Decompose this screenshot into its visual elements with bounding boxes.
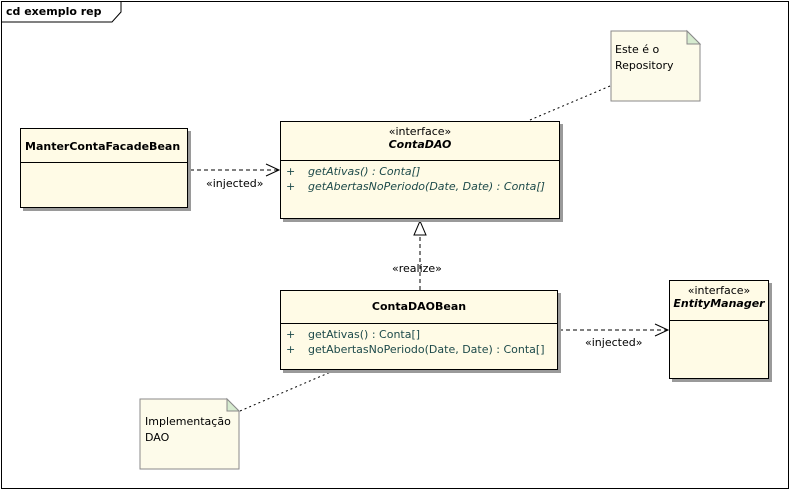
injected-label-facade: «injected» <box>206 177 264 190</box>
note-implementation[interactable]: Implementação DAO <box>145 414 231 446</box>
class-manter-conta-facade-bean[interactable]: ManterContaFacadeBean <box>20 128 188 208</box>
dependency-bean-em-arrow <box>654 323 670 337</box>
class-header: «interface» ContaDAO <box>281 122 559 161</box>
visibility: + <box>286 165 296 178</box>
stereotype-label: «interface» <box>687 284 751 297</box>
class-name: ContaDAO <box>388 138 452 151</box>
note-impl-shape <box>139 398 240 470</box>
visibility: + <box>286 180 296 193</box>
note-line: Repository <box>615 59 674 72</box>
operation: + getAtivas() : Conta[] <box>286 164 559 179</box>
operation-signature: getAbertasNoPeriodo(Date, Date) : Conta[… <box>308 343 545 356</box>
stereotype-label: «interface» <box>388 125 452 138</box>
operation: + getAbertasNoPeriodo(Date, Date) : Cont… <box>286 342 557 357</box>
class-name: ManterContaFacadeBean <box>25 140 181 153</box>
class-header: «interface» EntityManager <box>670 281 768 321</box>
note-line: Implementação <box>145 415 231 428</box>
operations-compartment: + getAtivas() : Conta[] + getAbertasNoPe… <box>281 324 557 357</box>
operations-compartment: + getAtivas() : Conta[] + getAbertasNoPe… <box>281 161 559 194</box>
frame-title: cd exemplo rep <box>6 5 102 18</box>
injected-label-entity-manager: «injected» <box>585 336 643 349</box>
note-line: Este é o <box>615 43 660 56</box>
class-header: ManterContaFacadeBean <box>21 129 187 163</box>
note-impl-fold <box>226 397 241 412</box>
interface-conta-dao[interactable]: «interface» ContaDAO + getAtivas() : Con… <box>280 121 560 219</box>
operation-signature: getAtivas() : Conta[] <box>308 165 421 178</box>
realize-label: «realize» <box>392 262 442 275</box>
class-header: ContaDAOBean <box>281 291 557 324</box>
operation-signature: getAtivas() : Conta[] <box>308 328 421 341</box>
class-name: EntityManager <box>673 297 765 310</box>
interface-entity-manager[interactable]: «interface» EntityManager <box>669 280 769 379</box>
dependency-facade-dao-arrow <box>265 163 281 177</box>
note-line: DAO <box>145 431 170 444</box>
note-repository[interactable]: Este é o Repository <box>615 42 674 74</box>
operation: + getAtivas() : Conta[] <box>286 327 557 342</box>
class-conta-dao-bean[interactable]: ContaDAOBean + getAtivas() : Conta[] + g… <box>280 290 558 370</box>
visibility: + <box>286 343 296 356</box>
frame-tab-outline <box>1 1 122 23</box>
class-name: ContaDAOBean <box>371 300 467 313</box>
note-repository-anchor <box>529 85 611 121</box>
note-repository-fold <box>686 29 702 45</box>
note-repository-shape <box>610 30 701 102</box>
visibility: + <box>286 328 296 341</box>
realization-arrowhead <box>413 219 427 236</box>
note-impl-anchor <box>239 370 334 412</box>
operation: + getAbertasNoPeriodo(Date, Date) : Cont… <box>286 179 559 194</box>
operation-signature: getAbertasNoPeriodo(Date, Date) : Conta[… <box>308 180 545 193</box>
